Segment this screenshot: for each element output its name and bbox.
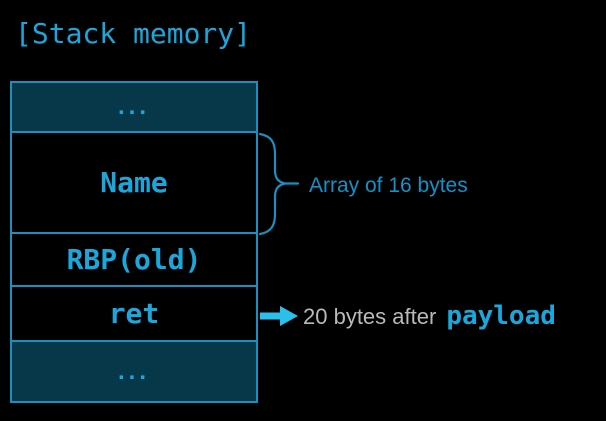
ret-annotation-text: 20 bytes after	[303, 304, 437, 329]
memory-cell-ret: ret	[12, 287, 256, 342]
payload-code-label: payload	[446, 301, 556, 331]
array-size-label: Array of 16 bytes	[309, 174, 468, 197]
right-arrow-icon	[260, 306, 298, 326]
cell-label: ...	[117, 93, 150, 120]
cell-label: ret	[108, 296, 160, 330]
diagram-title: [Stack memory]	[15, 17, 252, 50]
memory-cell-top-ellipsis: ...	[12, 83, 256, 133]
memory-cell-name: Name	[12, 133, 256, 234]
memory-cell-rbp-old: RBP(old)	[12, 234, 256, 287]
stack-column: ... Name RBP(old) ret ...	[10, 81, 258, 403]
cell-label: RBP(old)	[66, 242, 202, 276]
ret-annotation: 20 bytes after payload	[303, 301, 556, 332]
cell-label: Name	[100, 165, 168, 199]
curly-brace-icon	[258, 133, 300, 235]
memory-cell-bottom-ellipsis: ...	[12, 342, 256, 401]
cell-label: ...	[117, 357, 150, 385]
